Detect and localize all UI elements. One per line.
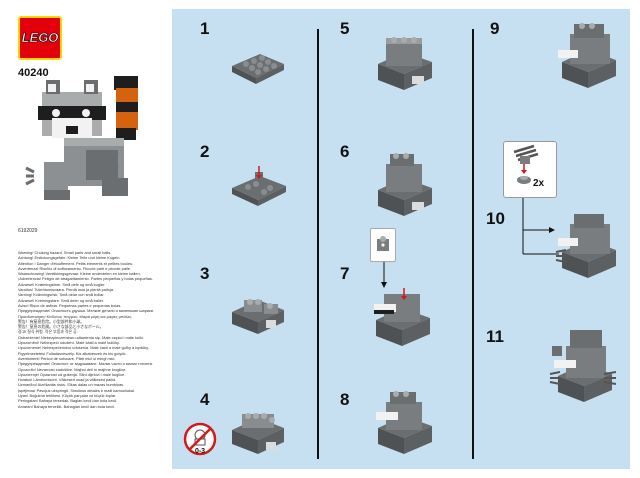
part-quantity: 2x	[533, 178, 545, 189]
warning-line: 警告！有窒息危险。小型部件和小球。	[18, 318, 85, 324]
warning-line: Avvertenza! Rischio di soffocamento. Pic…	[18, 265, 131, 271]
warning-line: Upozornění! Nebezpečí udušení. Malé část…	[18, 340, 120, 346]
raccoon-model-image	[25, 76, 138, 200]
warning-line: Предупреждение! Опасность удушья. Мелкие…	[18, 308, 155, 314]
warning-line: Ostrzeżenie! Niebezpieczeństwo udławieni…	[18, 334, 144, 340]
warning-line: Uyarı! Boğulma tehlikesi. Küçük parçalar…	[18, 393, 117, 399]
choking-warning-text: Warning! Choking hazard. Small parts and…	[18, 250, 170, 409]
step-5-model	[378, 37, 432, 90]
step-number: 8	[340, 390, 350, 409]
warning-line: 警告！窒息の危険。小さな部品と小さなボール。	[18, 324, 104, 330]
step-9-model	[558, 23, 616, 88]
step-1-model	[232, 54, 284, 84]
warning-line: Waarschuwing! Verstikkingsgevaar. Kleine…	[18, 271, 141, 277]
step-10-model	[555, 214, 616, 278]
step-2-model	[232, 166, 286, 206]
step-6-model	[378, 153, 432, 216]
warning-line: Avertisment! Pericol de sufocare. Părți …	[18, 355, 116, 361]
logo-text: LEGO	[21, 30, 59, 46]
warning-line: Προειδοποίηση! Κίνδυνος πνιγμού. Μικρά μ…	[18, 313, 133, 319]
step-number: 2	[200, 142, 210, 161]
warning-line: Предупреждение! Опасност от задушаване. …	[18, 361, 153, 367]
warning-line: Peringatan! Bahaya tersedak. Bagian keci…	[18, 398, 118, 404]
warning-line: Hoiatus! Lämbumisoht. Väikesed osad ja v…	[18, 377, 117, 383]
warning-line: Figyelmeztetés! Fulladásveszély. Kis alk…	[18, 350, 127, 356]
warning-line: Upozornenie! Nebezpečenstvo udusenia. Ma…	[18, 345, 150, 351]
step-11-model	[549, 330, 617, 402]
part-1x1-brick-icon	[377, 236, 389, 251]
callout-arrow-icon	[381, 262, 387, 288]
step-number: 11	[486, 327, 504, 346]
warning-line: Advarsel! Kvelningsfare. Små deler og sm…	[18, 297, 105, 303]
set-number: 40240	[18, 67, 49, 79]
step-number: 9	[490, 19, 500, 38]
warning-line: Varoitus! Tukehtumisvaara. Pieniä osia j…	[18, 287, 114, 293]
step-number: 1	[200, 19, 210, 38]
callout-connector-line	[522, 198, 559, 255]
column-divider	[317, 29, 319, 459]
warning-line: Upozorenje! Opasnost od gušenja. Sitni d…	[18, 371, 126, 377]
warning-line: Uzmanību! Aizrīšanās risks. Sīkas daļas …	[18, 382, 125, 388]
age-warning-icon: 0-3	[183, 422, 217, 456]
warning-line: Varning! Kvävningsrisk. Små delar och sm…	[18, 292, 105, 298]
step-number: 3	[200, 264, 210, 283]
warning-line: Advarsel! Kvælningsfare. Små dele og små…	[18, 281, 106, 287]
warning-line: Attention ! Danger d'étouffement. Petits…	[18, 260, 134, 266]
part-callout-box	[503, 141, 557, 198]
warning-line: Įspėjimas! Pavojus užspringti. Smulkios …	[18, 387, 135, 393]
warning-line: Amaran! Bahaya tercekik. Bahagian kecil …	[18, 403, 115, 409]
step-8-model	[376, 391, 432, 454]
warning-line: Warning! Choking hazard. Small parts and…	[18, 250, 112, 255]
warning-line: Aviso! Risco de asfixia. Pequenas partes…	[18, 302, 122, 308]
warning-line: 경고! 질식 위험. 작은 부품과 작은 공.	[18, 329, 78, 335]
part-callout-box	[370, 228, 396, 262]
step-number: 5	[340, 19, 350, 38]
raccoon-tail	[114, 76, 138, 140]
warning-line: ¡Advertencia! Peligro de atragantamiento…	[18, 276, 153, 282]
warning-line: Achtung! Erstickungsgefahr. Kleine Teile…	[18, 255, 121, 261]
item-code: 6192029	[18, 228, 38, 234]
step-4-model	[232, 413, 284, 454]
step-number: 7	[340, 264, 350, 283]
step-number: 10	[486, 209, 505, 228]
step-7-model	[374, 288, 430, 346]
lego-logo: LEGO	[18, 16, 62, 60]
claw-part-icon	[513, 144, 539, 184]
warning-line: Opozorilo! Nevarnost zadušitve. Majhni d…	[18, 366, 127, 372]
age-label: 0-3	[195, 448, 205, 455]
step-number: 6	[340, 142, 350, 161]
step-3-model	[232, 299, 284, 334]
column-divider	[472, 29, 474, 459]
step-number: 4	[200, 390, 210, 409]
